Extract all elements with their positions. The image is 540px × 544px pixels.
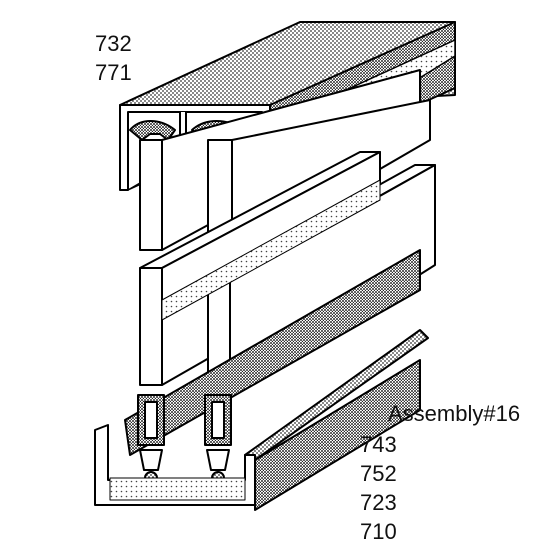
part-number-label: 752 xyxy=(360,461,397,486)
part-number-label: 743 xyxy=(360,432,397,457)
top-track-divider xyxy=(179,112,187,136)
bottom-track xyxy=(94,249,429,511)
upper-door-left xyxy=(139,139,163,251)
roller-right xyxy=(204,394,232,485)
part-number-label: 771 xyxy=(95,60,132,85)
bottom-track-upper-face xyxy=(124,249,421,456)
part-number-label: 723 xyxy=(360,490,397,515)
assembly-label: Assembly#16 xyxy=(388,401,521,426)
lower-door-left-front xyxy=(139,267,163,386)
part-number-label: 732 xyxy=(95,31,132,56)
bottom-track-floor xyxy=(109,477,246,501)
lower-door-gap-shade xyxy=(161,179,381,321)
top-track-seal-left xyxy=(129,120,176,141)
part-number-label: 710 xyxy=(360,519,397,544)
roller-left xyxy=(137,394,165,485)
